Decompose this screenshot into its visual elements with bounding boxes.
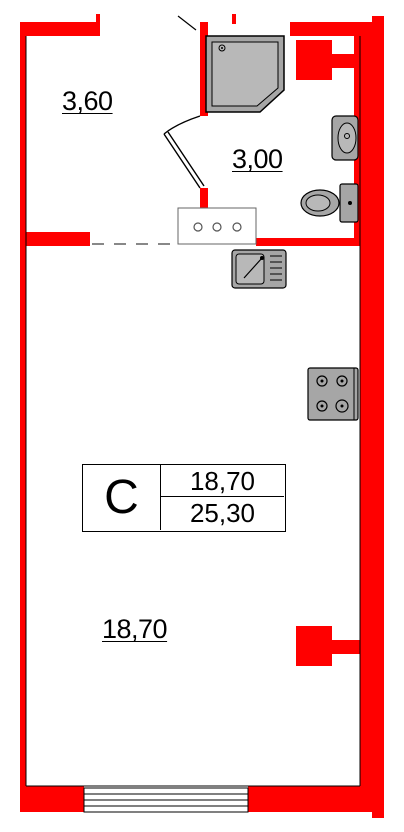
shower-cabin-icon <box>205 35 285 113</box>
wall-bottom-right <box>248 786 382 812</box>
column-top-beam <box>296 54 360 68</box>
main-room-area-label: 18,70 <box>102 614 168 644</box>
wall-bath-bottom <box>256 238 362 246</box>
washbasin-icon <box>331 115 359 161</box>
wall-top-left <box>20 22 98 36</box>
toilet-icon <box>300 183 359 223</box>
apartment-info-box: С 18,70 25,30 <box>82 464 286 532</box>
kitchen-sink-icon <box>231 249 287 289</box>
wall-bottom-left <box>20 786 84 812</box>
apartment-type: С <box>83 465 161 530</box>
bathroom-area-label: 3,00 <box>232 144 283 174</box>
window-icon <box>83 787 249 813</box>
total-area-value: 25,30 <box>189 498 256 528</box>
column-bottom-beam <box>296 640 360 654</box>
wall-bath-left-lower <box>200 188 208 208</box>
wall-left <box>20 22 26 812</box>
living-area-value: 18,70 <box>161 465 284 497</box>
wall-bath-left <box>200 22 208 116</box>
door-swing-icon <box>177 15 197 31</box>
wall-right-inner <box>372 16 384 818</box>
wall-top-stub-2 <box>232 14 236 24</box>
wall-hall-divider <box>20 232 90 246</box>
wall-top-stub <box>96 14 100 36</box>
wall-top-right <box>290 22 360 36</box>
hall-area-label: 3,60 <box>62 86 113 116</box>
cooktop-icon <box>307 367 359 421</box>
wall-outlines <box>25 36 361 787</box>
ventilation-icon <box>177 207 257 245</box>
bathroom-door <box>163 115 205 189</box>
